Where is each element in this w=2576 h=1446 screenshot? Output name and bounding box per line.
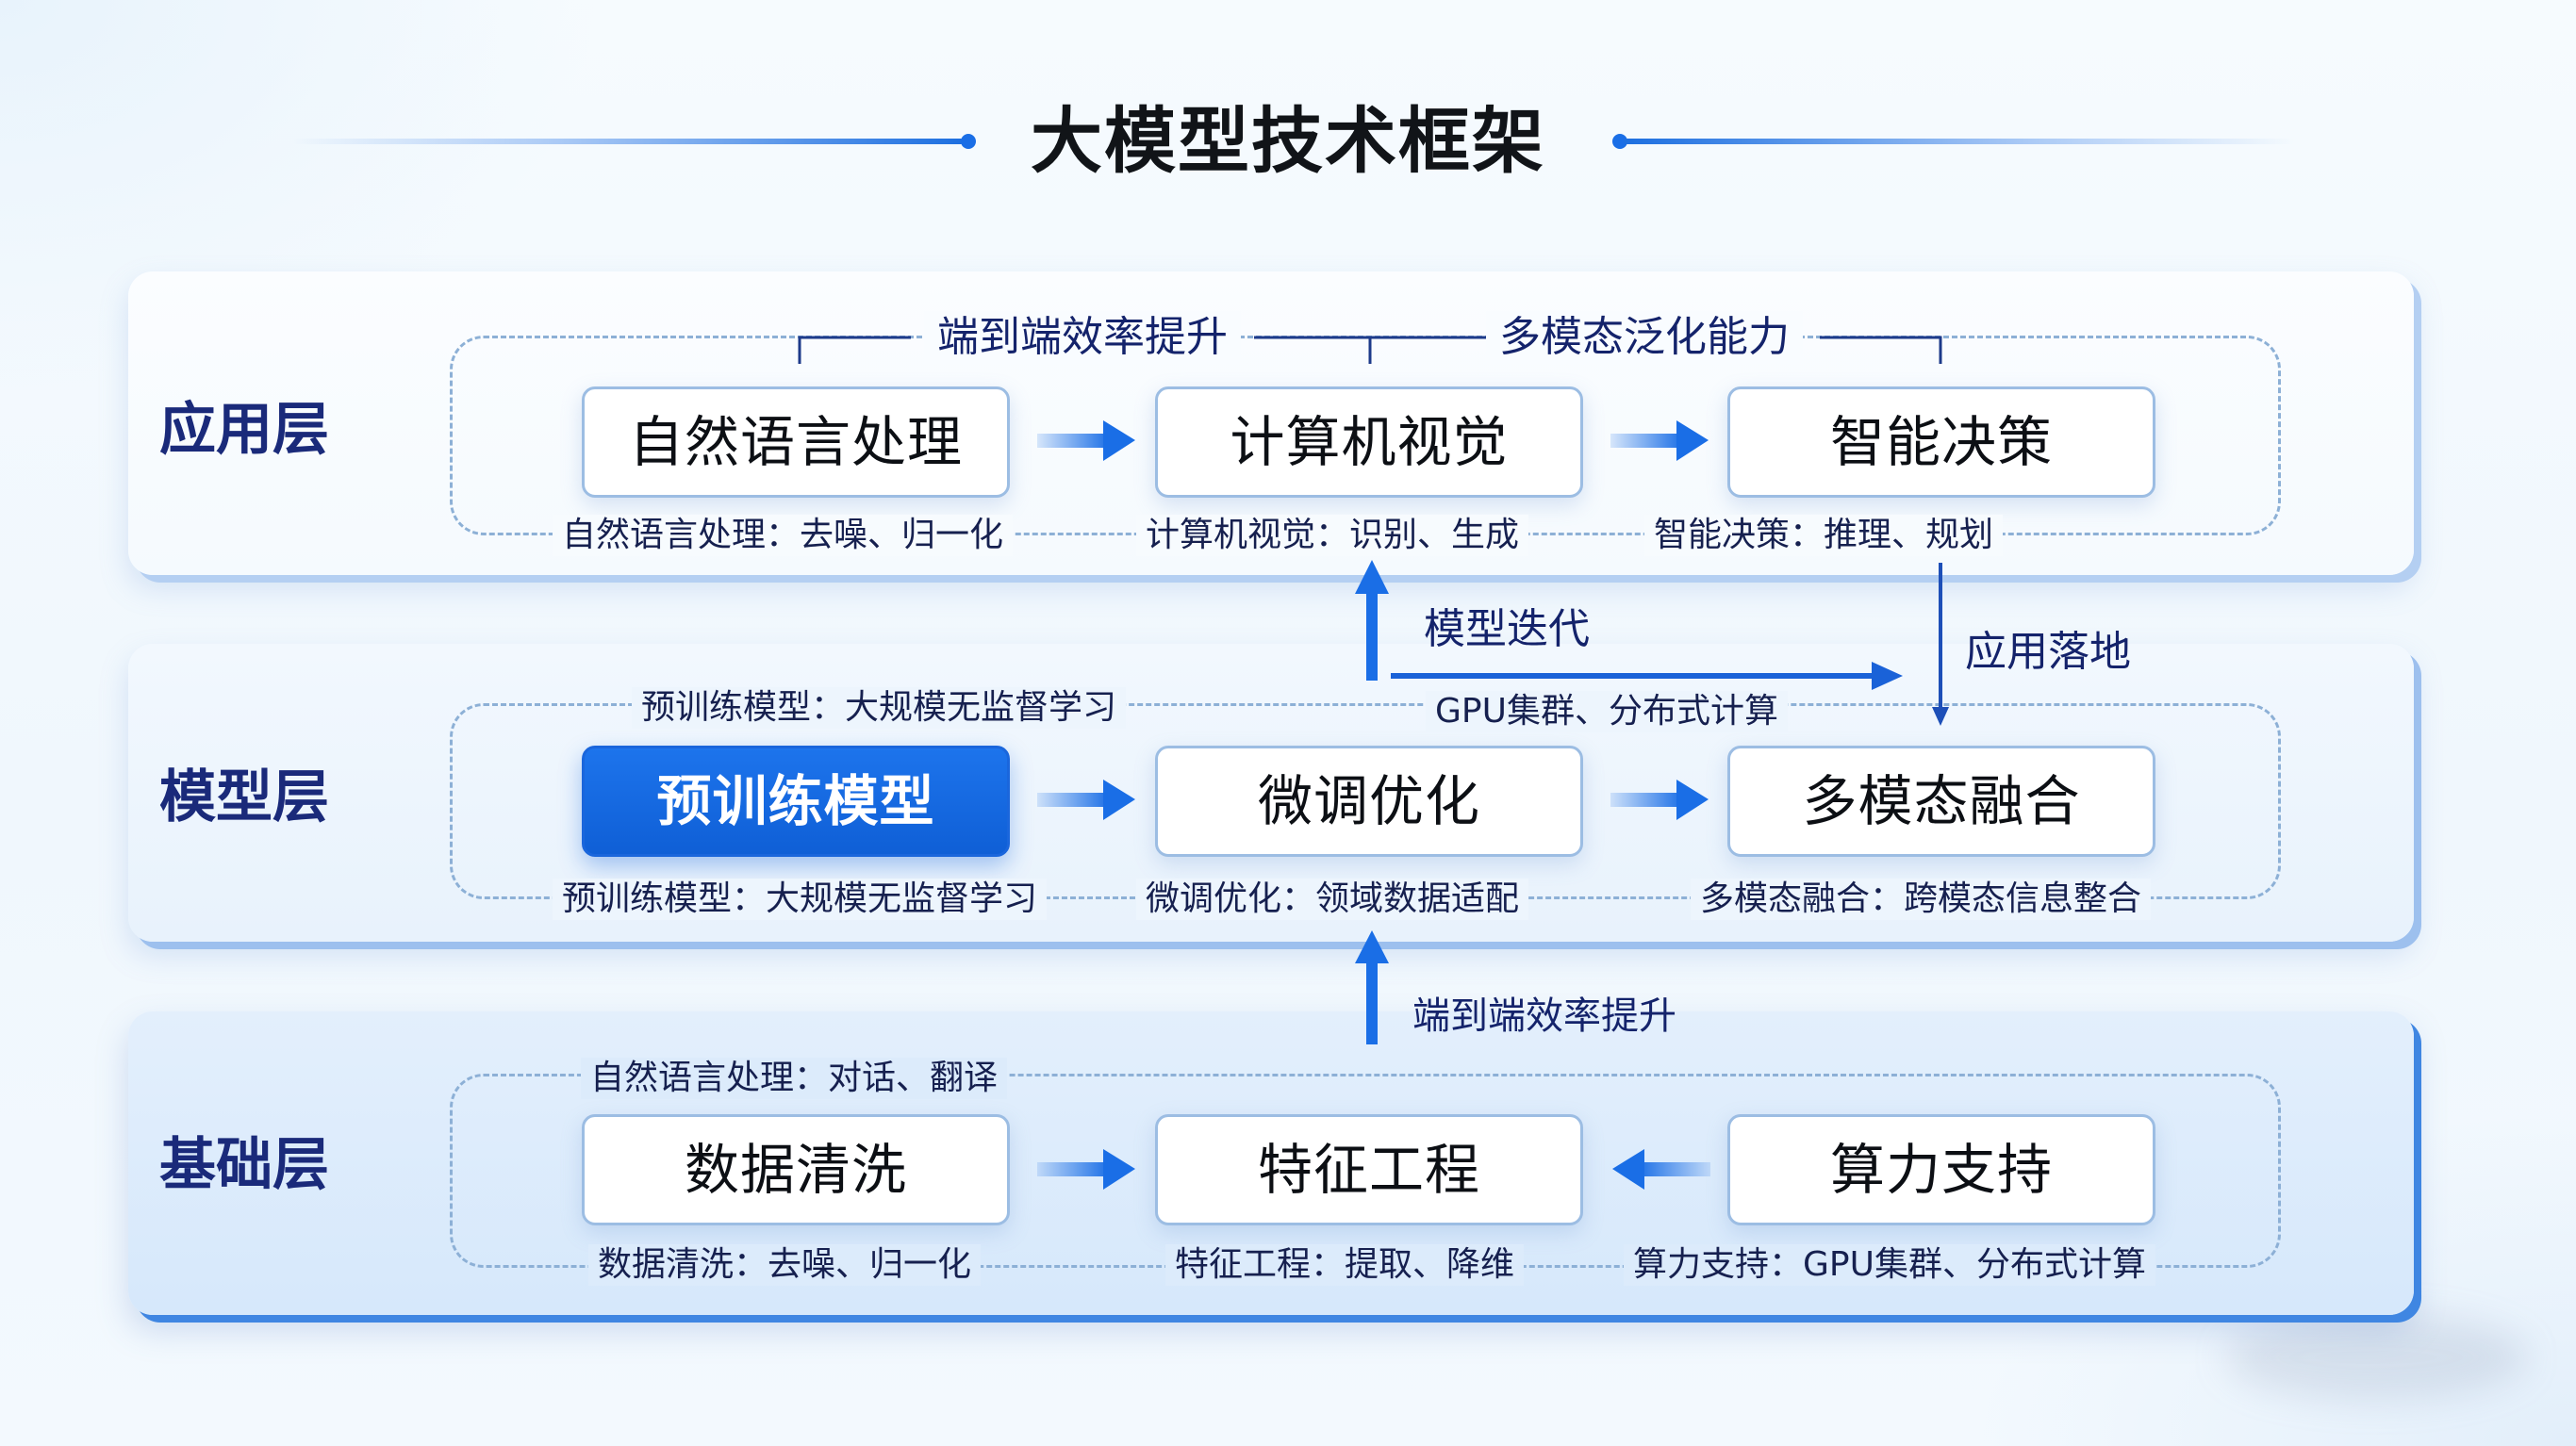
title-divider-left	[292, 139, 964, 144]
node-data-cleaning[interactable]: 数据清洗	[582, 1114, 1010, 1225]
connector-label-efficiency-up: 端到端效率提升	[1412, 994, 1676, 1038]
caption-pretrained: 预训练模型：大规模无监督学习	[553, 879, 1048, 920]
connector-label-model-iteration: 模型迭代	[1424, 605, 1590, 653]
caption-data-cleaning: 数据清洗：去噪、归一化	[588, 1244, 982, 1286]
caption-gpu-cluster: GPU集群、分布式计算	[1426, 691, 1788, 732]
caption-pretrained-top: 预训练模型：大规模无监督学习	[632, 687, 1127, 729]
caption-compute-support: 算力支持：GPU集群、分布式计算	[1624, 1244, 2155, 1286]
node-nlp[interactable]: 自然语言处理	[582, 386, 1010, 498]
node-intelligent-decision[interactable]: 智能决策	[1727, 386, 2155, 498]
layer-label-foundation: 基础层	[159, 1132, 329, 1198]
node-feature-engineering[interactable]: 特征工程	[1155, 1114, 1583, 1225]
caption-nlp: 自然语言处理：去噪、归一化	[553, 515, 1014, 556]
node-computer-vision[interactable]: 计算机视觉	[1155, 386, 1583, 498]
title-divider-right	[1624, 139, 2295, 144]
title-dot-right	[1612, 134, 1627, 149]
caption-computer-vision: 计算机视觉：识别、生成	[1136, 515, 1529, 556]
node-pretrained-model[interactable]: 预训练模型	[582, 746, 1010, 857]
node-fine-tuning[interactable]: 微调优化	[1155, 746, 1583, 857]
node-compute-support[interactable]: 算力支持	[1727, 1114, 2155, 1225]
caption-multimodal-fusion: 多模态融合：跨模态信息整合	[1691, 879, 2152, 920]
bracket-label-multimodal: 多模态泛化能力	[1486, 311, 1803, 364]
caption-nlp-dialog: 自然语言处理：对话、翻译	[581, 1058, 1008, 1099]
caption-feature-engineering: 特征工程：提取、降维	[1165, 1244, 1525, 1286]
decorative-shadow	[2225, 1315, 2527, 1400]
layer-label-model: 模型层	[159, 764, 329, 830]
caption-intelligent-decision: 智能决策：推理、规划	[1644, 515, 2004, 556]
node-multimodal-fusion[interactable]: 多模态融合	[1727, 746, 2155, 857]
connector-label-application-landing: 应用落地	[1965, 628, 2131, 676]
bracket-label-efficiency: 端到端效率提升	[924, 311, 1241, 364]
caption-fine-tuning: 微调优化：领域数据适配	[1136, 879, 1529, 920]
layer-label-application: 应用层	[159, 397, 329, 463]
diagram-title: 大模型技术框架	[1031, 99, 1545, 183]
title-dot-left	[961, 134, 976, 149]
